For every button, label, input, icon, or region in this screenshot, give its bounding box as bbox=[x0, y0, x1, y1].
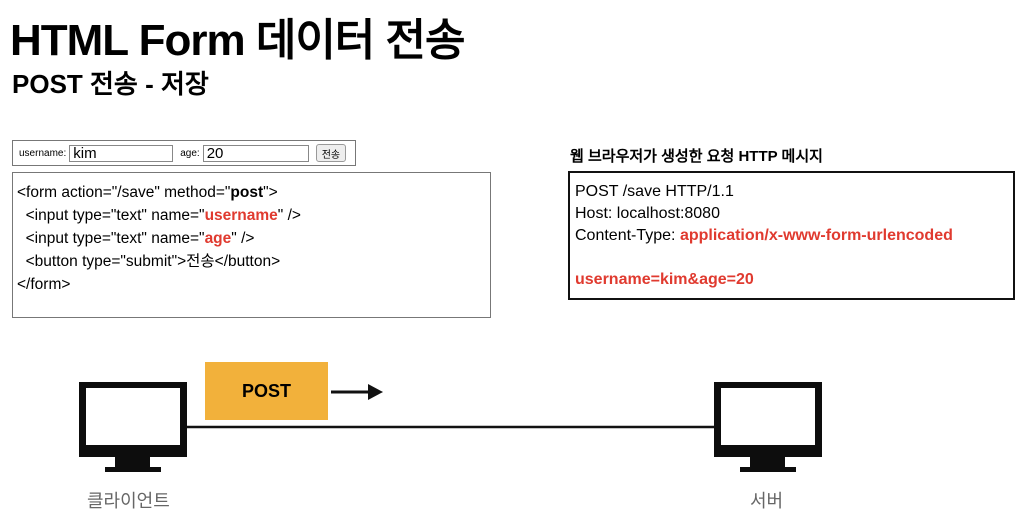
username-input[interactable]: kim bbox=[69, 144, 174, 162]
page-subtitle: POST 전송 - 저장 bbox=[12, 69, 209, 99]
code-text: " /> bbox=[277, 207, 301, 224]
http-message-box: POST /save HTTP/1.1 Host: localhost:8080… bbox=[568, 171, 1015, 300]
network-diagram bbox=[79, 382, 822, 472]
code-method: post bbox=[230, 184, 264, 201]
rendered-form: username: kim age: 20 전송 bbox=[12, 140, 356, 166]
page-title: HTML Form 데이터 전송 bbox=[10, 16, 465, 65]
client-monitor-icon bbox=[79, 382, 187, 472]
age-input[interactable]: 20 bbox=[202, 144, 309, 162]
code-age-name: age bbox=[204, 230, 232, 247]
age-label: age: bbox=[180, 147, 200, 159]
submit-button[interactable]: 전송 bbox=[315, 144, 347, 162]
arrow-right-icon bbox=[331, 384, 383, 400]
code-line: </form> bbox=[17, 276, 71, 293]
code-username-name: username bbox=[204, 207, 278, 224]
http-message-caption: 웹 브라우저가 생성한 요청 HTTP 메시지 bbox=[570, 148, 823, 165]
code-line: <form action="/save" method="post"> bbox=[17, 181, 486, 204]
code-line: <input type="text" name="age" /> bbox=[17, 227, 486, 250]
code-text: " /> bbox=[231, 230, 255, 247]
content-type-header: Content-Type: application/x-www-form-url… bbox=[575, 225, 1008, 247]
code-text: <input type="text" name=" bbox=[17, 230, 205, 247]
message-body: username=kim&age=20 bbox=[575, 271, 754, 288]
code-line: <button type="submit">전송</button> bbox=[17, 253, 281, 270]
header-value: application/x-www-form-urlencoded bbox=[679, 227, 953, 244]
server-monitor-icon bbox=[714, 382, 822, 472]
code-text: "> bbox=[263, 184, 278, 201]
request-line: POST /save HTTP/1.1 bbox=[575, 183, 734, 200]
host-header: Host: localhost:8080 bbox=[575, 205, 720, 222]
code-text: <input type="text" name=" bbox=[17, 207, 205, 224]
client-label: 클라이언트 bbox=[87, 491, 170, 511]
code-line: <input type="text" name="username" /> bbox=[17, 204, 486, 227]
code-text: <form action="/save" method=" bbox=[17, 184, 231, 201]
username-label: username: bbox=[19, 147, 67, 159]
server-label: 서버 bbox=[750, 491, 784, 511]
post-method-box: POST bbox=[205, 362, 328, 420]
blank-line bbox=[575, 247, 1008, 269]
header-key: Content-Type: bbox=[575, 227, 680, 244]
html-code-box: <form action="/save" method="post"> <inp… bbox=[12, 172, 491, 318]
